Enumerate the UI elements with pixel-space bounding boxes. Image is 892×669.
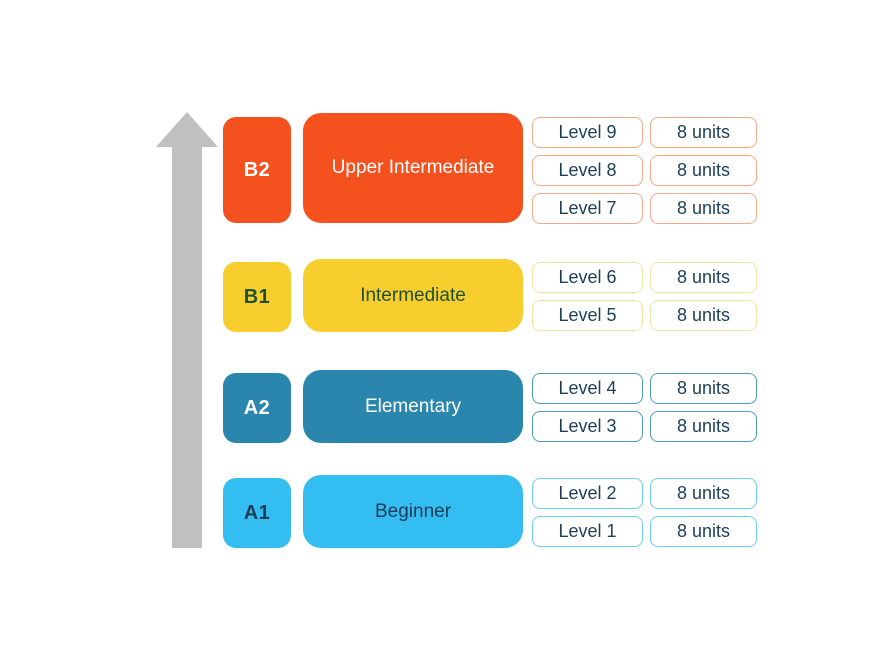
row-a2: A2 Elementary Level 4 8 units Level 3 8 … [0,370,892,443]
level-list-a1: Level 2 8 units Level 1 8 units [532,478,757,547]
level-code-badge-b2: B2 [223,117,291,223]
level-list-b1: Level 6 8 units Level 5 8 units [532,262,757,331]
level-code-badge-a1: A1 [223,478,291,548]
level-row: Level 7 8 units [532,193,757,224]
level-pill: Level 1 [532,516,643,547]
up-arrow-shaft [172,146,202,548]
level-row: Level 2 8 units [532,478,757,509]
units-pill: 8 units [650,516,757,547]
up-arrow-icon [156,112,218,147]
level-row: Level 6 8 units [532,262,757,293]
level-row: Level 4 8 units [532,373,757,404]
level-code-badge-a2: A2 [223,373,291,443]
level-name-box-b1: Intermediate [303,259,523,332]
level-row: Level 3 8 units [532,411,757,442]
level-pill: Level 8 [532,155,643,186]
level-name-box-a1: Beginner [303,475,523,548]
units-pill: 8 units [650,373,757,404]
level-name-box-b2: Upper Intermediate [303,113,523,223]
units-pill: 8 units [650,262,757,293]
units-pill: 8 units [650,478,757,509]
level-pill: Level 7 [532,193,643,224]
level-pill: Level 4 [532,373,643,404]
level-pill: Level 5 [532,300,643,331]
row-a1: A1 Beginner Level 2 8 units Level 1 8 un… [0,475,892,548]
level-list-b2: Level 9 8 units Level 8 8 units Level 7 … [532,117,757,224]
level-name-box-a2: Elementary [303,370,523,443]
level-list-a2: Level 4 8 units Level 3 8 units [532,373,757,442]
units-pill: 8 units [650,117,757,148]
level-row: Level 1 8 units [532,516,757,547]
row-b1: B1 Intermediate Level 6 8 units Level 5 … [0,259,892,332]
units-pill: 8 units [650,193,757,224]
level-pill: Level 3 [532,411,643,442]
units-pill: 8 units [650,155,757,186]
units-pill: 8 units [650,300,757,331]
level-row: Level 9 8 units [532,117,757,148]
level-pill: Level 6 [532,262,643,293]
level-pill: Level 2 [532,478,643,509]
level-pill: Level 9 [532,117,643,148]
level-row: Level 8 8 units [532,155,757,186]
row-b2: B2 Upper Intermediate Level 9 8 units Le… [0,113,892,224]
level-code-badge-b1: B1 [223,262,291,332]
units-pill: 8 units [650,411,757,442]
level-row: Level 5 8 units [532,300,757,331]
